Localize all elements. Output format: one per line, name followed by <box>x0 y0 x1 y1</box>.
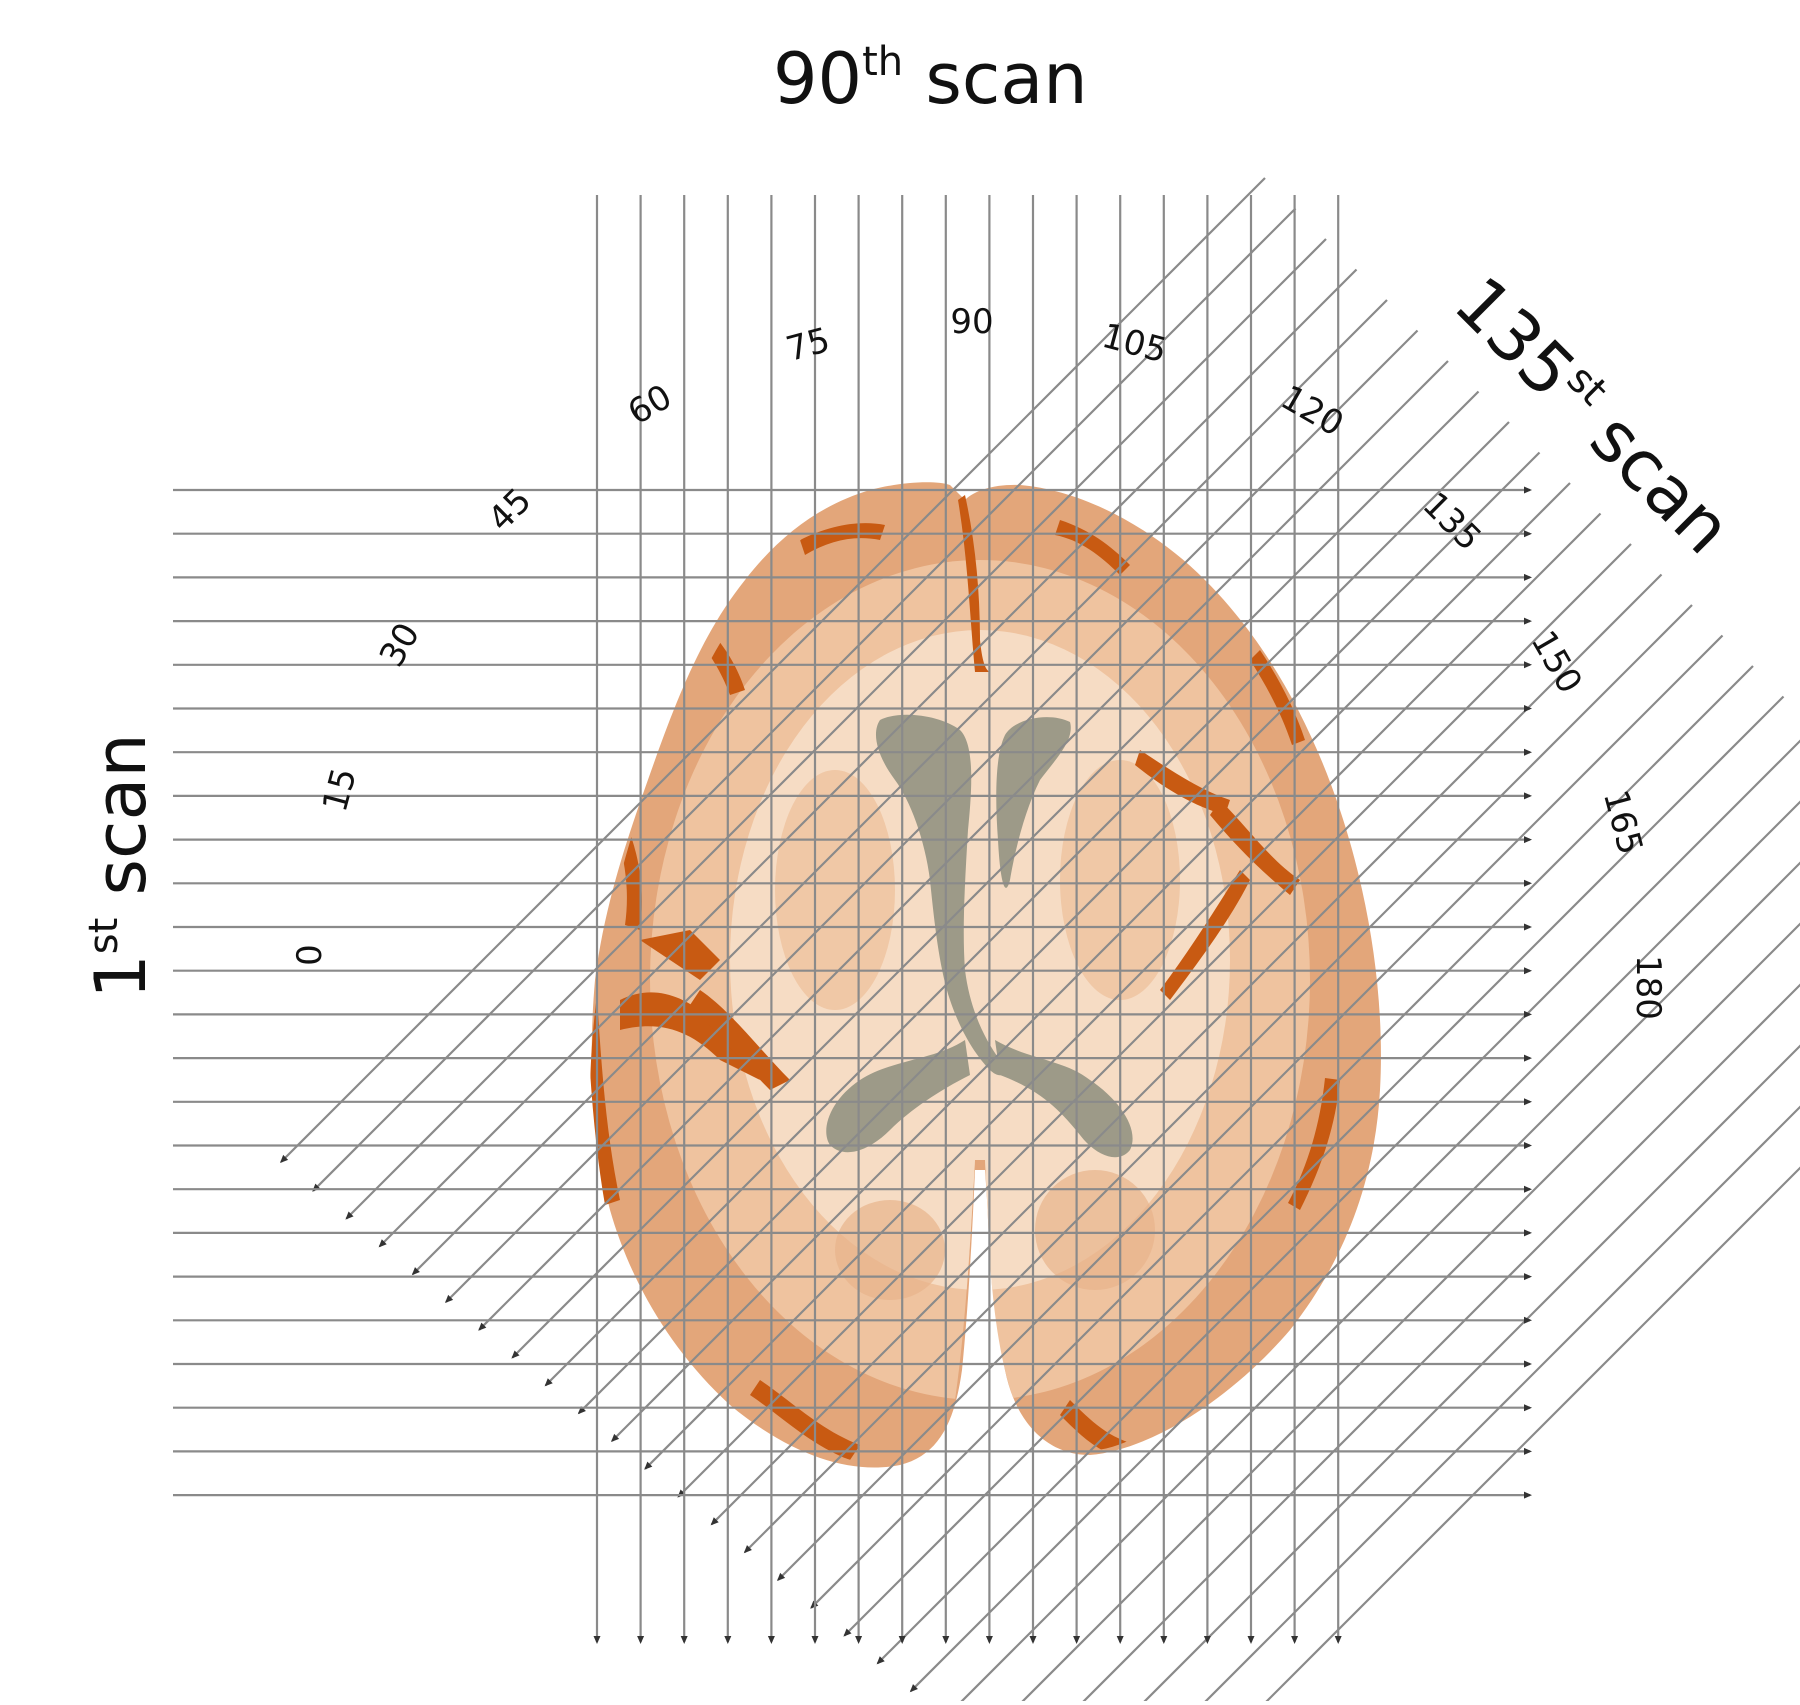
arrowhead-icon <box>876 1656 885 1665</box>
arrowhead-icon <box>1524 1142 1532 1149</box>
diagonal-scan-line <box>280 177 1266 1163</box>
diagonal-scan-line <box>910 800 1800 1692</box>
diagonal-scan-line <box>956 861 1800 1705</box>
arrowhead-icon <box>1524 1316 1532 1324</box>
diagonal-scan-line <box>312 207 1297 1192</box>
arrowhead-icon <box>1524 1185 1532 1193</box>
vertical-scan-lines <box>593 195 1342 1644</box>
arrowhead-icon <box>743 1545 752 1554</box>
arrowhead-icon <box>777 1572 786 1581</box>
arrowhead-icon <box>1524 1447 1532 1455</box>
scan-label-90th-suffix: th <box>862 39 904 85</box>
arrowhead-icon <box>1116 1636 1124 1644</box>
arrowhead-icon <box>1524 748 1532 756</box>
arrowhead-icon <box>855 1636 863 1644</box>
diagonal-scan-line <box>1139 1044 1800 1705</box>
diagonal-scan-line <box>445 329 1419 1303</box>
arrowhead-icon <box>1524 617 1532 625</box>
arrowhead-icon <box>942 1636 950 1644</box>
arrowhead-icon <box>1524 1360 1532 1368</box>
scan-label-90th: 90th scan <box>773 42 1088 114</box>
arrowhead-icon <box>1524 661 1532 669</box>
scan-label-1st: 1st scan <box>80 726 162 1006</box>
arrowhead-icon <box>1160 1636 1168 1644</box>
scan-label-90th-word: scan <box>925 38 1088 120</box>
diagonal-scan-line <box>644 512 1602 1470</box>
arrowhead-icon <box>1524 1404 1532 1412</box>
diagonal-scan-line <box>511 390 1480 1359</box>
arrowhead-icon <box>1073 1636 1081 1644</box>
angle-tick-label: 0 <box>290 944 330 966</box>
arrowhead-icon <box>511 1350 520 1359</box>
arrowhead-icon <box>345 1211 354 1220</box>
angle-tick-label: 180 <box>1628 955 1668 1020</box>
scan-label-1st-number: 1 <box>80 954 162 999</box>
arrowhead-icon <box>1524 792 1532 800</box>
angle-tick-label: 90 <box>950 302 994 342</box>
arrowhead-icon <box>898 1636 906 1644</box>
arrowhead-icon <box>1524 486 1532 494</box>
diagonal-scan-line <box>1017 922 1800 1705</box>
ventricles <box>826 714 1133 1158</box>
arrowhead-icon <box>710 1517 719 1526</box>
scan-label-1st-word: scan <box>80 733 162 896</box>
diagonal-scan-line <box>710 573 1663 1526</box>
arrowhead-icon <box>544 1378 553 1387</box>
arrowhead-icon <box>1524 923 1532 931</box>
arrowhead-icon <box>644 1461 653 1470</box>
diagonal-scan-line <box>677 543 1632 1498</box>
arrowhead-icon <box>445 1294 454 1303</box>
arrowhead-icon <box>1291 1636 1299 1644</box>
diagonal-scan-line <box>378 268 1358 1248</box>
arrowhead-icon <box>811 1636 819 1644</box>
arrowhead-icon <box>1524 573 1532 581</box>
arrowhead-icon <box>767 1636 775 1644</box>
arrowhead-icon <box>909 1684 918 1693</box>
scan-label-1st-suffix: st <box>81 917 127 955</box>
arrowhead-icon <box>478 1322 487 1331</box>
arrowhead-icon <box>843 1628 852 1637</box>
arrowhead-icon <box>378 1239 387 1248</box>
arrowhead-icon <box>1524 879 1532 887</box>
arrowhead-icon <box>1247 1636 1255 1644</box>
arrowhead-icon <box>1524 530 1532 538</box>
diagonal-scan-line <box>1200 1105 1800 1705</box>
arrowhead-icon <box>611 1433 620 1442</box>
arrowhead-icon <box>1524 836 1532 844</box>
arrowhead-icon <box>985 1636 993 1644</box>
arrowhead-icon <box>1524 1098 1532 1106</box>
diagonal-scan-line <box>544 421 1510 1387</box>
arrowhead-icon <box>1203 1636 1211 1644</box>
diagonal-scan-line <box>843 695 1785 1637</box>
arrowhead-icon <box>1524 1273 1532 1281</box>
arrowhead-icon <box>593 1636 601 1644</box>
arrowhead-icon <box>280 1154 289 1163</box>
arrowhead-icon <box>1334 1636 1342 1644</box>
arrowhead-icon <box>724 1636 732 1644</box>
diagonal-scan-line <box>412 299 1388 1275</box>
arrowhead-icon <box>577 1406 586 1415</box>
arrowhead-icon <box>1029 1636 1037 1644</box>
arrowhead-icon <box>637 1636 645 1644</box>
diagonal-scan-line <box>578 451 1541 1414</box>
arrowhead-icon <box>411 1267 420 1276</box>
arrowhead-icon <box>1524 1054 1532 1062</box>
arrowhead-icon <box>1524 1010 1532 1018</box>
arrowhead-icon <box>1524 705 1532 712</box>
arrowhead-icon <box>680 1636 688 1644</box>
arrowhead-icon <box>1524 1491 1532 1499</box>
arrowhead-icon <box>1524 967 1532 975</box>
scan-label-90th-number: 90 <box>773 38 863 120</box>
horizontal-scan-lines <box>173 486 1532 1499</box>
arrowhead-icon <box>1524 1229 1532 1237</box>
diagonal-scan-line <box>1261 1166 1800 1705</box>
